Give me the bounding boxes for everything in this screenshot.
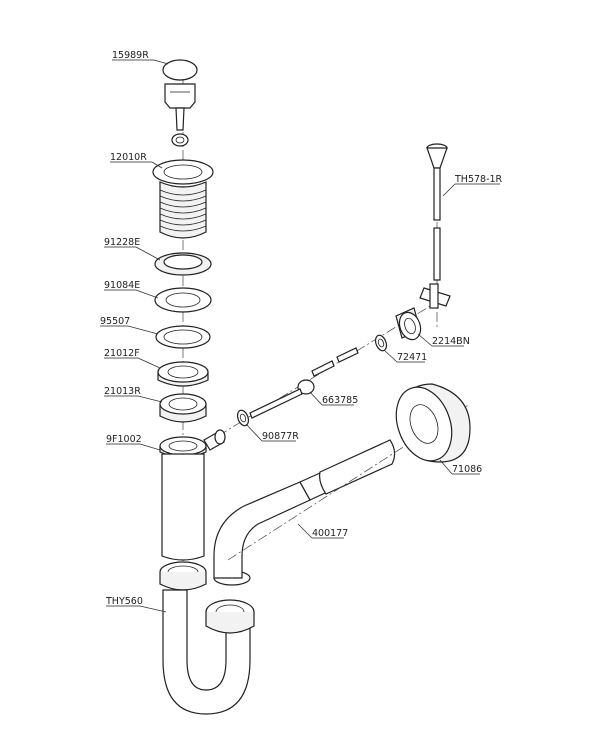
part-th5781r-lift-rod — [426, 143, 448, 281]
part-9f1002-tailpiece — [159, 429, 226, 561]
label-91228e: 91228E — [104, 237, 140, 248]
part-91084e-washer — [154, 287, 212, 313]
part-2214bn-pivot-nut — [395, 283, 451, 341]
part-90877r-retainer — [236, 409, 250, 427]
label-72471: 72471 — [397, 352, 427, 363]
label-91084e: 91084E — [104, 280, 140, 291]
label-21013r: 21013R — [104, 386, 141, 397]
label-400177: 400177 — [312, 528, 348, 539]
label-15989r: 15989R — [112, 50, 149, 61]
part-663785-pivot-rod — [249, 347, 359, 419]
part-21013r-nut — [159, 393, 207, 423]
part-95507-washer — [155, 325, 211, 349]
label-95507: 95507 — [100, 316, 130, 327]
label-2214bn: 2214BN — [432, 336, 470, 347]
part-71086-escutcheon — [395, 383, 471, 463]
label-9f1002: 9F1002 — [106, 434, 142, 445]
part-91228e-gasket — [154, 252, 212, 276]
part-72471-washer — [374, 334, 388, 352]
part-thy560-p-trap — [159, 561, 255, 715]
part-21012f-nut — [157, 361, 209, 387]
label-th5781r: TH578-1R — [454, 174, 503, 185]
part-labels: 15989R 12010R 91228E 91084E 95507 21012F… — [100, 50, 503, 607]
part-15989r-stopper — [162, 59, 198, 147]
label-thy560: THY560 — [105, 596, 143, 607]
leader-lines — [127, 59, 456, 613]
label-12010r: 12010R — [110, 152, 147, 163]
label-21012f: 21012F — [104, 348, 140, 359]
label-90877r: 90877R — [262, 431, 299, 442]
label-71086: 71086 — [452, 464, 482, 475]
part-12010r-drain-body — [152, 159, 214, 239]
label-663785: 663785 — [322, 395, 358, 406]
